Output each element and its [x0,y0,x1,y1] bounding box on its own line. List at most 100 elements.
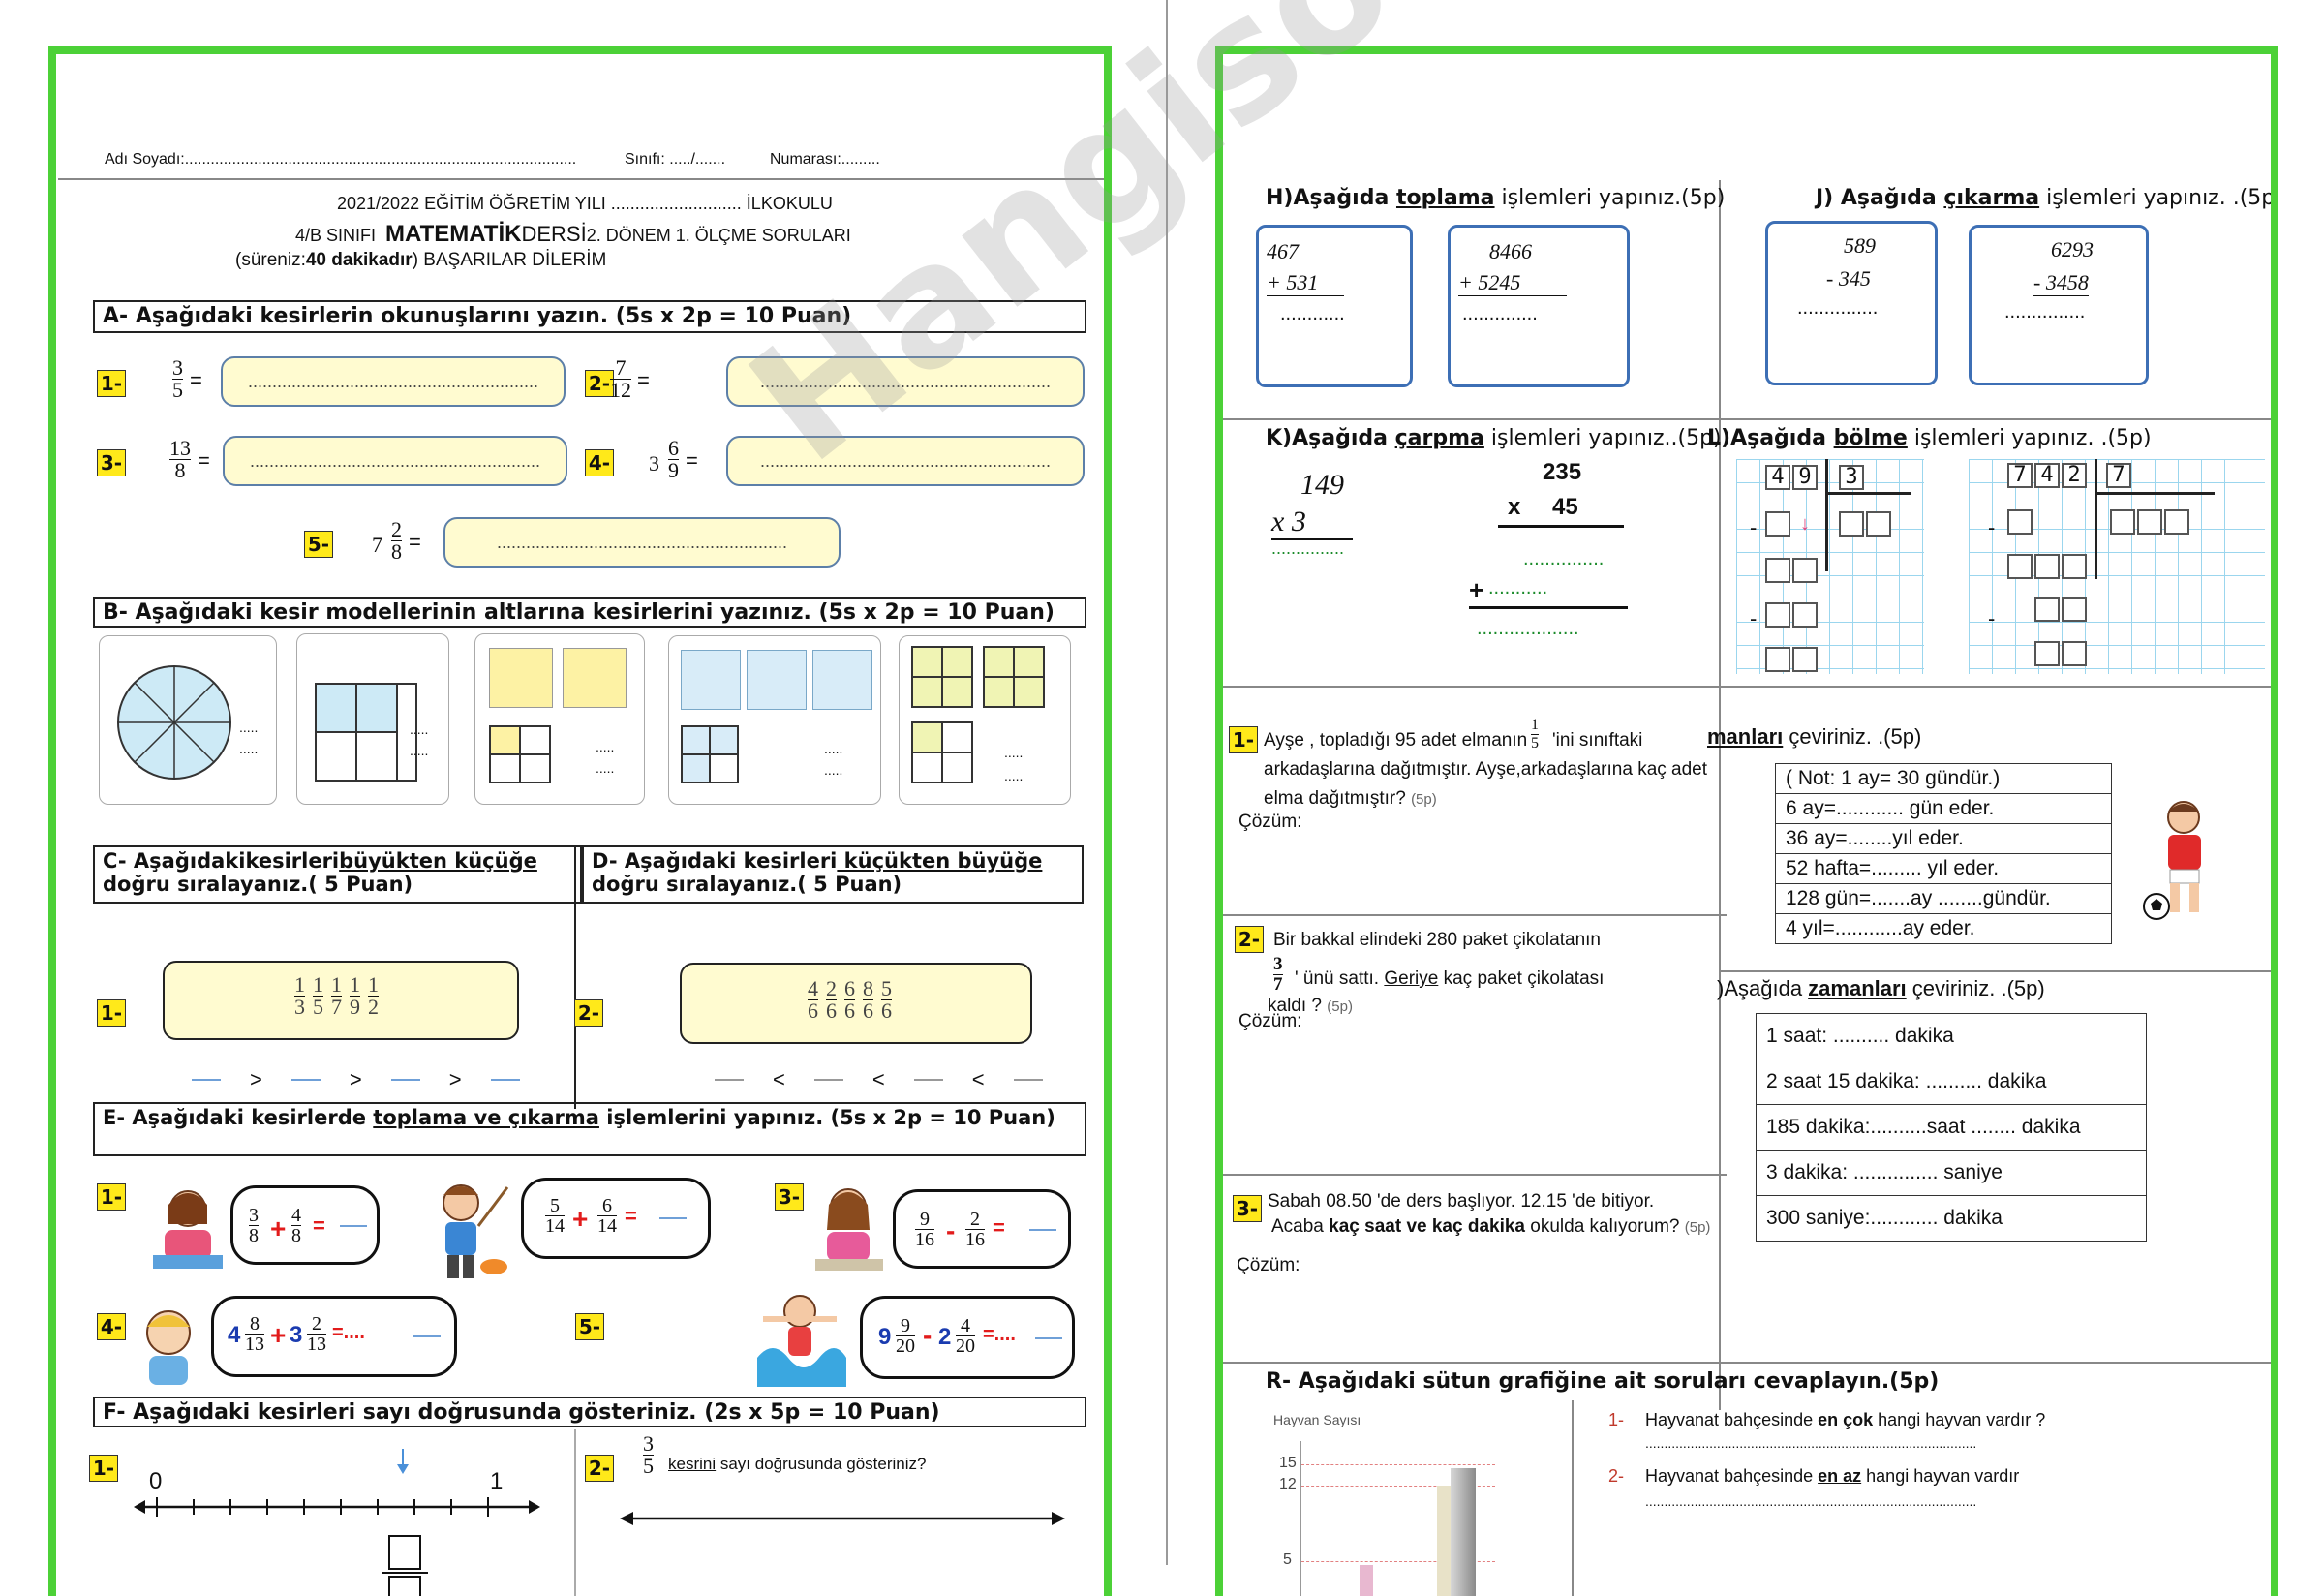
answer-square[interactable] [2007,509,2033,535]
multiplication-2-top: 235 [1543,459,1582,485]
right-page: H)Aşağıda toplama işlemleri yapınız.(5p)… [1215,46,2278,1596]
partial-product-2[interactable]: ........... [1488,577,1548,598]
question-2-badge: 2- [1608,1466,1625,1486]
multiplication-x: x [1508,494,1521,520]
quotient-square[interactable] [1866,511,1891,537]
answer-square[interactable] [2062,597,2087,622]
answer-square[interactable] [1792,558,1818,583]
order-blank[interactable] [192,1079,221,1081]
order-blank[interactable] [813,1079,843,1081]
equals-sign: = [190,368,202,392]
addition-box-1[interactable]: 467 + 531 ............ [1256,225,1413,387]
problem-2-badge: 2- [1235,926,1264,953]
order-blank[interactable] [290,1079,321,1081]
answer-line[interactable] [340,1225,367,1227]
boy-swimming-icon [757,1295,846,1387]
subtraction-box-2[interactable]: 6293 - 3458 ............... [1969,225,2149,385]
chart-bar [1360,1565,1373,1596]
fraction-model-circle: ..... ..... [99,635,277,805]
question-1: Hayvanat bahçesinde en çok hangi hayvan … [1645,1410,2046,1429]
boy-thinking-icon [146,1310,191,1385]
number-field-label: Numarası:......... [770,151,880,168]
answer-square[interactable] [2034,554,2060,579]
answer-square[interactable] [1792,647,1818,672]
section-a-title: A- Aşağıdaki kesirlerin okunuşlarını yaz… [93,300,1086,333]
order-blank[interactable] [490,1079,520,1081]
class-field-label: Sınıfı: ...../....... [625,151,726,168]
fraction-model-blue-squares: ..... ..... [668,635,881,805]
section-b-title: B- Aşağıdaki kesir modellerinin altların… [93,597,1086,628]
boy-fishing-icon [443,1184,509,1278]
quotient-square[interactable] [1839,511,1864,537]
multiplication-1-answer[interactable]: ............... [1271,538,1345,558]
school-year-line: 2021/2022 EĞİTİM ÖĞRETİM YILI ..........… [337,194,833,213]
answer-field-a1[interactable]: ........................................… [221,356,566,407]
answer-field-a2[interactable]: ........................................… [726,356,1085,407]
multiplication-1-bottom: x 3 [1271,506,1353,540]
section-a-badge-1: 1- [97,370,126,397]
answer-square[interactable] [1765,602,1790,628]
question-1-badge: 1- [1608,1410,1625,1429]
quotient-square[interactable] [2110,509,2135,535]
section-a-badge-2: 2- [585,370,614,397]
answer-field-a3[interactable]: ........................................… [223,436,567,486]
answer-line[interactable] [659,1217,687,1219]
multiplication-1-top: 149 [1300,469,1344,501]
chart-y-label: Hayvan Sayısı [1273,1412,1361,1427]
order-blank[interactable] [913,1079,943,1081]
multiplication-2-bottom: 45 [1552,494,1578,520]
answer-field-a4[interactable]: ........................................… [726,436,1085,486]
answer-square[interactable] [2034,597,2060,622]
answer-line[interactable] [413,1335,441,1337]
subtraction-box-1[interactable]: 589 - 345 ............... [1765,221,1938,385]
girl-writing-icon [815,1188,883,1271]
number-line-2 [620,1512,1065,1525]
addition-box-2[interactable]: 8466 + 5245 .............. [1448,225,1630,387]
answer-line[interactable] [1035,1337,1062,1339]
answer-square[interactable] [1765,647,1790,672]
order-blank[interactable] [1013,1079,1043,1081]
section-d-order-row: < < < [715,1067,1043,1092]
quotient-square[interactable] [2137,509,2162,535]
order-blank[interactable] [715,1079,744,1081]
answer-line-1[interactable]: ........................................… [1645,1435,1977,1451]
answer-square[interactable] [2062,641,2087,666]
chart-bar [1451,1468,1476,1596]
problem-1-line-3: elma dağıtmıştır? (5p) [1264,788,1437,809]
quotient-square[interactable] [2164,509,2189,535]
girl-reading-icon [153,1190,223,1269]
answer-field-a5[interactable]: ........................................… [443,517,841,568]
chart-bar [1437,1486,1451,1596]
multiplication-2-answer[interactable]: ................... [1477,618,1579,639]
partial-product-1[interactable]: ............... [1523,548,1605,569]
solution-label: Çözüm: [1237,1255,1300,1275]
chart-tick: 12 [1279,1476,1297,1492]
section-r-title: R- Aşağıdaki sütun grafiğine ait sorular… [1266,1369,1940,1394]
answer-square[interactable] [1765,511,1790,537]
fraction-model-squares: ..... ..... [474,633,645,805]
answer-square[interactable] [2034,641,2060,666]
order-blank[interactable] [390,1079,420,1081]
answer-square[interactable] [2007,554,2033,579]
section-l-title: L)Aşağıda bölme işlemleri yapınız. .(5p) [1707,426,2152,450]
answer-square[interactable] [1765,558,1790,583]
problem-1-line-2: arkadaşlarına dağıtmıştır. Ayşe,arkadaşl… [1264,759,1708,780]
section-f-badge-1: 1- [89,1455,118,1482]
answer-line[interactable] [1029,1229,1056,1231]
answer-line-2[interactable]: ........................................… [1645,1493,1977,1509]
answer-square[interactable] [2062,554,2087,579]
answer-square[interactable] [1792,602,1818,628]
